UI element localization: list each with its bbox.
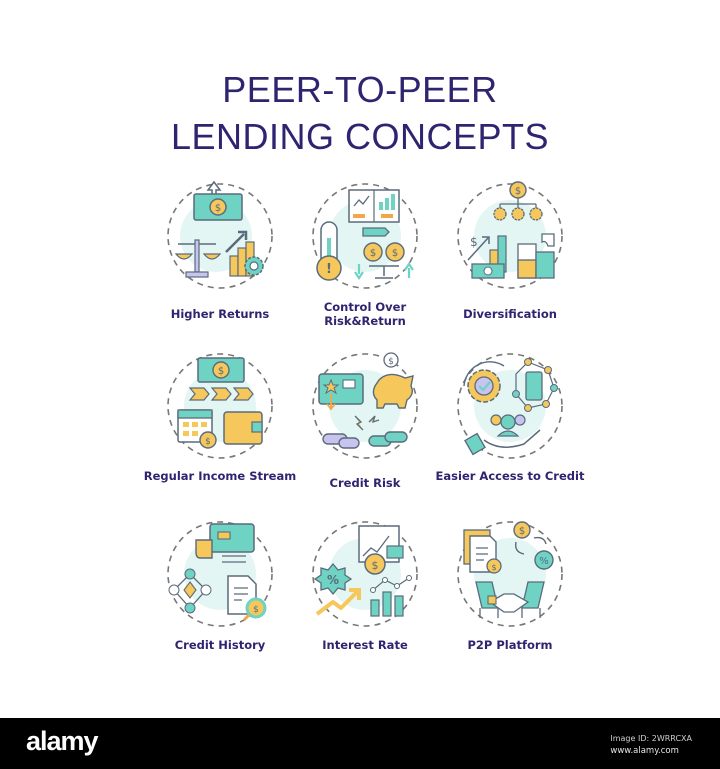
concept-label: Higher Returns	[170, 307, 270, 321]
concept-label: Easier Access to Credit	[435, 469, 585, 483]
banknote-calendar-wallet-icon: $ $	[167, 353, 273, 459]
svg-text:$: $	[205, 437, 211, 447]
gear-network-hand-people-icon	[457, 353, 563, 459]
concept-label: Credit Risk	[329, 476, 401, 490]
svg-text:$: $	[218, 366, 224, 377]
svg-text:$: $	[388, 357, 394, 367]
svg-text:$: $	[470, 235, 478, 249]
concept-label: Interest Rate	[322, 638, 408, 652]
dollar-network-puzzle-icon: $ $	[457, 181, 563, 289]
thermometer-chart-coins-icon: ! $ $	[312, 183, 418, 289]
svg-text:$: $	[253, 605, 259, 615]
svg-text:!: !	[326, 262, 332, 277]
svg-text:$: $	[372, 559, 379, 572]
page-title-line-1: PEER-TO-PEER	[222, 69, 498, 110]
concept-label: Credit History	[174, 638, 266, 652]
watermark-url: www.alamy.com	[610, 746, 679, 756]
concept-label: Control Over Risk&Return	[323, 300, 407, 328]
svg-text:$: $	[392, 248, 398, 259]
svg-text:$: $	[515, 186, 521, 197]
svg-text:$: $	[491, 563, 496, 572]
image-id: Image ID: 2WRRCXA	[610, 734, 692, 743]
handshake-document-percent-icon: $ $ %	[457, 521, 563, 627]
concept-label: Regular Income Stream	[143, 469, 297, 483]
watermark-meta: Image ID: 2WRRCXA www.alamy.com	[610, 733, 692, 757]
concept-label: P2P Platform	[467, 638, 553, 652]
svg-text:%: %	[327, 573, 339, 587]
card-piggybank-broken-chain-icon: $	[312, 352, 418, 459]
svg-text:$: $	[370, 248, 376, 259]
alamy-logo: alamy	[26, 726, 99, 756]
concept-label: Diversification	[463, 307, 557, 321]
svg-text:$: $	[215, 203, 221, 214]
card-document-magnifier-icon: $	[167, 521, 273, 627]
percent-badge-chart-icon: $ %	[312, 521, 418, 627]
watermark-bar: alamy Image ID: 2WRRCXA www.alamy.com	[0, 718, 720, 769]
svg-text:%: %	[539, 556, 549, 567]
money-scale-growth-icon: $	[167, 180, 273, 289]
page-title-line-2: LENDING CONCEPTS	[170, 116, 550, 157]
svg-text:$: $	[519, 526, 525, 537]
